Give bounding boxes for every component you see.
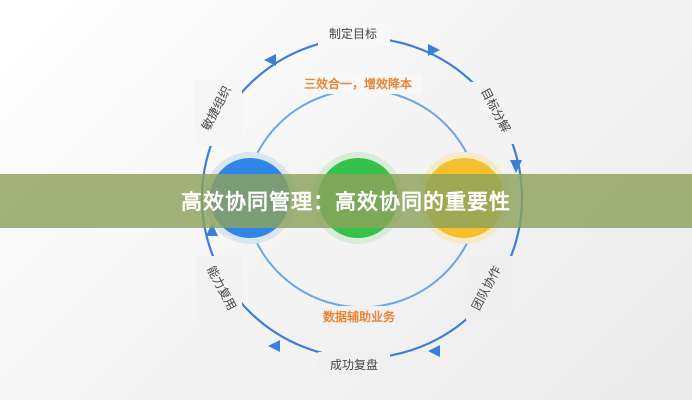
title-banner: 高效协同管理：高效协同的重要性	[0, 174, 692, 228]
inner-bottom-label: 数据辅助业务	[323, 309, 396, 324]
label-bg-right-top	[470, 82, 514, 144]
node-label-top: 制定目标	[329, 26, 377, 41]
label-bg-right-bottom	[466, 256, 512, 320]
label-bg-bottom	[318, 352, 390, 374]
inner-top-label: 三效合一，增效降本	[304, 76, 412, 91]
inner-top-label-bg	[296, 74, 422, 94]
arrow-bottom-left-icon	[268, 340, 280, 352]
banner-title: 高效协同管理：高效协同的重要性	[181, 190, 511, 214]
label-bg-left-top	[194, 80, 242, 146]
label-bg-left-bottom	[196, 256, 242, 320]
arrow-top-right-icon	[428, 44, 440, 56]
arrow-bottom-right-icon	[428, 345, 440, 357]
inner-bottom-label-bg	[310, 306, 408, 326]
arrow-right-icon	[510, 160, 522, 173]
arrow-top-left-icon	[264, 54, 276, 66]
arrow-left-icon	[206, 223, 218, 236]
node-label-bottom: 成功复盘	[330, 357, 378, 372]
label-bg-top	[318, 24, 390, 46]
